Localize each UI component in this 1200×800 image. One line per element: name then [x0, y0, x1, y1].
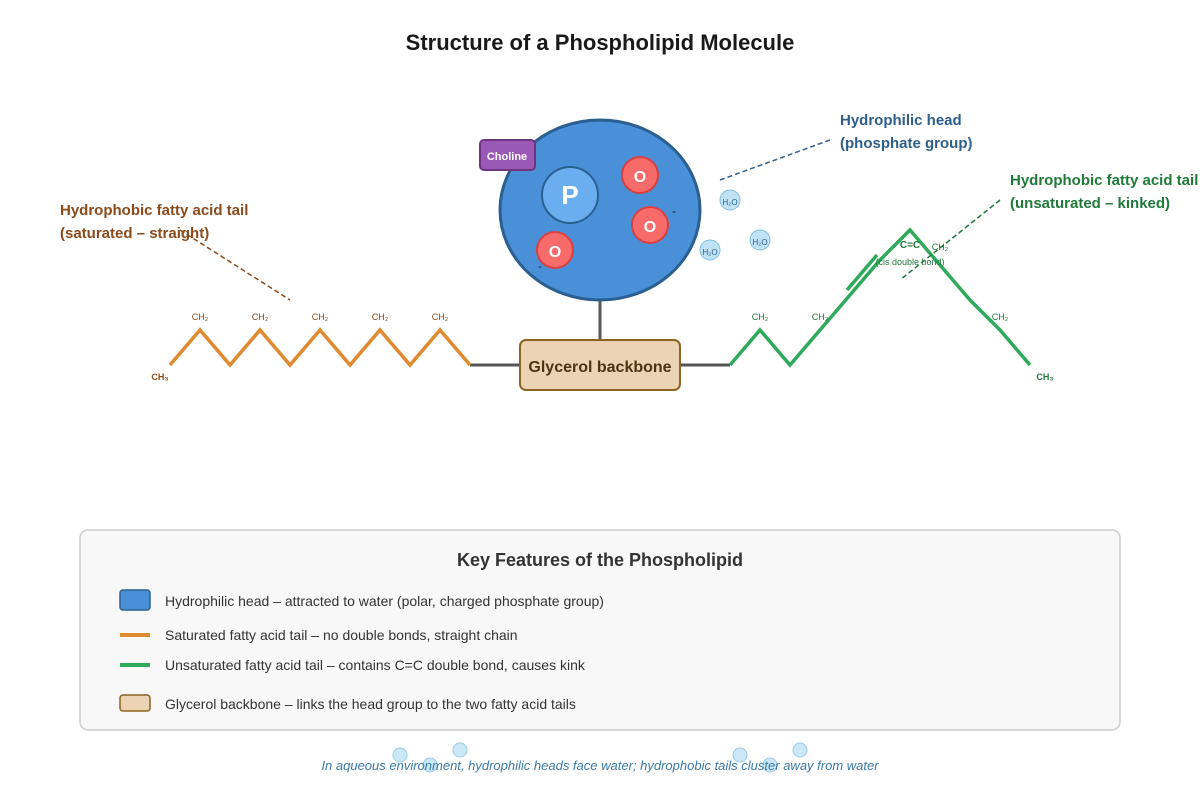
head-callout-subtitle: (phosphate group) [840, 135, 972, 152]
phosphorus-symbol: P [561, 180, 578, 210]
saturated-ch2-label: CH₂ [252, 312, 269, 322]
water-label: H₂O [752, 238, 767, 247]
unsaturated-tail-chain [728, 227, 1032, 368]
water-bubble [762, 757, 778, 773]
legend-item-unsaturated: Unsaturated fatty acid tail – contains C… [165, 657, 586, 673]
unsaturated-ch2-label: CH₂ [992, 312, 1009, 322]
legend-item-glycerol: Glycerol backbone – links the head group… [165, 696, 576, 712]
legend-glycerol-swatch [119, 694, 151, 712]
water-molecule [699, 239, 721, 261]
unsaturated-ch2-labels: CH₂ CH₂ CH₂ CH₂ [752, 242, 1009, 322]
negative-charge-mark: - [672, 204, 676, 218]
legend-item-saturated: Saturated fatty acid tail – no double bo… [165, 627, 518, 643]
water-label: H₂O [722, 198, 737, 207]
footer-note: In aqueous environment, hydrophilic head… [321, 758, 879, 773]
saturated-ch2-label: CH₂ [372, 312, 389, 322]
double-bond-label: C=C [900, 240, 920, 251]
legend-panel [79, 529, 1121, 731]
glycerol-backbone-box [519, 339, 681, 391]
choline-badge [479, 139, 536, 171]
oxygen-atom [631, 206, 669, 244]
unsaturated-callout-line [899, 199, 1001, 281]
water-bubble [392, 747, 408, 763]
water-molecules: H₂O H₂O H₂O [699, 189, 771, 261]
legend-item-head: Hydrophilic head – attracted to water (p… [165, 593, 604, 609]
head-callout-title: Hydrophilic head [840, 112, 962, 129]
oxygen-atom [621, 156, 659, 194]
water-molecule [749, 229, 771, 251]
saturated-ch2-label: CH₂ [312, 312, 329, 322]
unsaturated-callout-title: Hydrophobic fatty acid tail [1010, 172, 1198, 189]
water-bubble [452, 742, 468, 758]
water-label: H₂O [702, 248, 717, 257]
saturated-ch2-labels: CH₂ CH₂ CH₂ CH₂ CH₂ [192, 312, 449, 322]
legend-title: Key Features of the Phospholipid [457, 550, 743, 570]
saturated-ch2-label: CH₂ [192, 312, 209, 322]
footer-water-bubbles [392, 742, 808, 773]
oxygen-symbol: O [549, 244, 561, 261]
water-bubble [422, 757, 438, 773]
saturated-callout-subtitle: (saturated – straight) [60, 225, 209, 242]
oxygen-symbol: O [634, 169, 646, 186]
saturated-callout-title: Hydrophobic fatty acid tail [60, 202, 248, 219]
saturated-tail-chain [168, 327, 472, 368]
unsaturated-callout-subtitle: (unsaturated – kinked) [1010, 195, 1170, 212]
choline-label: Choline [487, 151, 527, 163]
unsaturated-ch3-label: CH₃ [1036, 372, 1053, 382]
cis-double-bond-line [845, 253, 879, 292]
glycerol-backbone-label: Glycerol backbone [528, 359, 671, 376]
unsaturated-ch2-label: CH₂ [752, 312, 769, 322]
water-bubble [792, 742, 808, 758]
saturated-ch2-label: CH₂ [432, 312, 449, 322]
water-bubble [732, 747, 748, 763]
legend-head-swatch [119, 589, 151, 611]
water-molecule [719, 189, 741, 211]
page-title: Structure of a Phospholipid Molecule [406, 30, 795, 55]
negative-charge-mark: - [538, 259, 542, 273]
double-bond-note: (cis double bond) [875, 257, 944, 267]
phosphorus-atom [541, 166, 599, 224]
oxygen-atom [536, 231, 574, 269]
oxygen-symbol: O [644, 219, 656, 236]
saturated-ch3-label: CH₃ [151, 372, 168, 382]
saturated-callout-line [179, 229, 291, 301]
head-callout-line [719, 139, 831, 181]
unsaturated-ch2-label: CH₂ [812, 312, 829, 322]
